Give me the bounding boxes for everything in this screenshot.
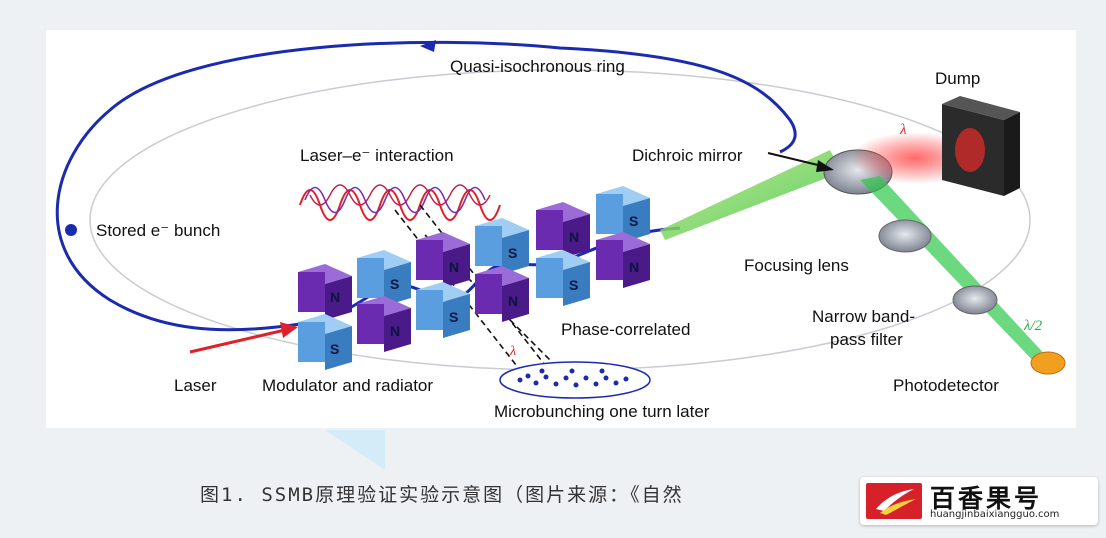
laser-arrow [189, 328, 286, 354]
magnet-n-6: N [596, 232, 650, 288]
magnet-n-2-label: N [390, 323, 400, 339]
ring-arrow-icon [420, 40, 436, 52]
dichroic-mirror-label: Dichroic mirror [632, 146, 743, 165]
badge-url: huangjinbaixiangguo.com [930, 509, 1060, 520]
dump-block [942, 96, 1020, 196]
magnet-n-6-label: N [629, 259, 639, 275]
lambda-mid-label: λ [509, 344, 516, 359]
magnet-s-4-label: S [508, 245, 517, 261]
microbunching-label: Microbunching one turn later [494, 402, 710, 421]
filter-label-line2: pass filter [830, 330, 903, 349]
focusing-lens-label: Focusing lens [744, 256, 849, 275]
laser-label: Laser [174, 376, 217, 395]
phase-correlated-label: Phase-correlated [561, 320, 690, 339]
interaction-label: Laser–e⁻ interaction [300, 146, 454, 165]
magnet-s-5: S [536, 250, 590, 306]
magnet-n-5-label: N [569, 229, 579, 245]
magnet-s-6-label: S [629, 213, 638, 229]
magnet-n-5: N [536, 202, 590, 258]
magnet-s-3-label: S [449, 309, 458, 325]
modulator-label: Modulator and radiator [262, 376, 433, 395]
magnet-s-2: S [357, 250, 411, 306]
magnet-n-1: N [298, 264, 352, 320]
filter-label-line1: Narrow band- [812, 307, 915, 326]
microbunching-ellipse [499, 361, 651, 399]
magnet-n-4: N [475, 266, 529, 322]
magnet-s-4: S [475, 218, 529, 274]
photodetector-label: Photodetector [893, 376, 999, 395]
lambda-red-label: λ [899, 122, 907, 138]
magnet-s-3: S [416, 282, 470, 338]
magnet-n-1-label: N [330, 289, 340, 305]
focusing-lens [878, 219, 932, 253]
flag-logo-icon [866, 483, 922, 519]
magnet-array: N S S N N [298, 186, 650, 370]
magnet-s-1-label: S [330, 341, 339, 357]
mirror-pointer-head-icon [816, 160, 834, 172]
magnet-n-2: N [357, 296, 411, 352]
decor-triangle [325, 430, 385, 470]
magnet-s-2-label: S [390, 276, 399, 292]
magnet-n-3: N [416, 232, 470, 288]
stored-bunch-label: Stored e⁻ bunch [96, 221, 220, 240]
magnet-n-4-label: N [508, 293, 518, 309]
interaction-wave [299, 184, 501, 221]
mirror-pointer [767, 152, 823, 167]
output-beam [660, 150, 842, 240]
bunch-dot [65, 224, 77, 236]
laser-arrow-head-icon [280, 322, 298, 338]
badge-name: 百香果号 [930, 484, 1043, 513]
magnet-s-1: S [298, 314, 352, 370]
lambda-half-label: λ/2 [1023, 318, 1043, 334]
watermark-badge: 百香果号 huangjinbaixiangguo.com [860, 477, 1098, 525]
dump-label: Dump [935, 69, 980, 88]
magnet-n-3-label: N [449, 259, 459, 275]
photodetector [1030, 351, 1066, 375]
microbunching-dots [517, 368, 629, 388]
ring-label: Quasi-isochronous ring [450, 57, 625, 76]
bandpass-filter [952, 285, 998, 315]
magnet-s-5-label: S [569, 277, 578, 293]
ring-beam [55, 40, 797, 332]
magnet-s-6: S [596, 186, 650, 242]
figure-caption: 图1. SSMB原理验证实验示意图（图片来源：《自然 [200, 484, 684, 506]
